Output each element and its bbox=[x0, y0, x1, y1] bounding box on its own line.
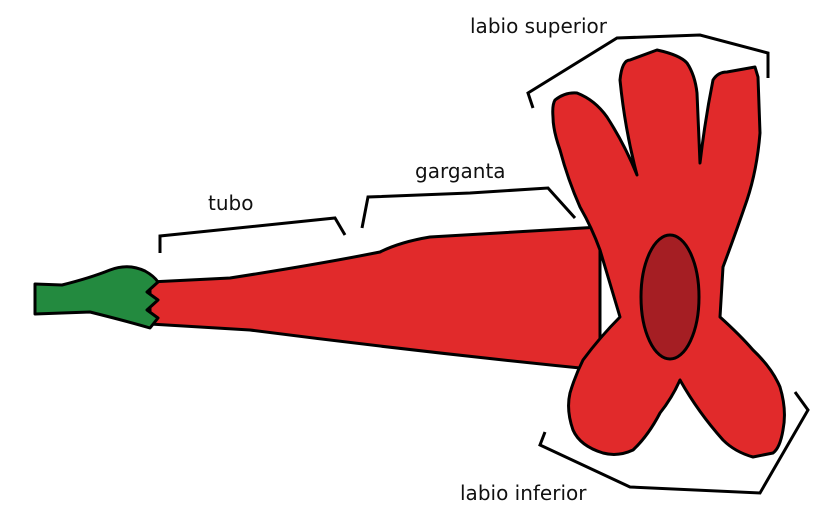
upper-lip-bracket bbox=[526, 33, 770, 109]
tube-label: tubo bbox=[208, 191, 253, 215]
corolla-mouth bbox=[639, 233, 701, 361]
throat-label: garganta bbox=[415, 159, 506, 183]
lower-lip-bracket bbox=[538, 391, 810, 495]
corolla-tube bbox=[148, 225, 602, 372]
throat-bracket bbox=[360, 186, 577, 229]
lower-lip-label: labio inferior bbox=[460, 481, 587, 505]
upper-lip-label: labio superior bbox=[470, 14, 608, 38]
calyx bbox=[33, 265, 160, 330]
tube-bracket bbox=[158, 216, 347, 253]
